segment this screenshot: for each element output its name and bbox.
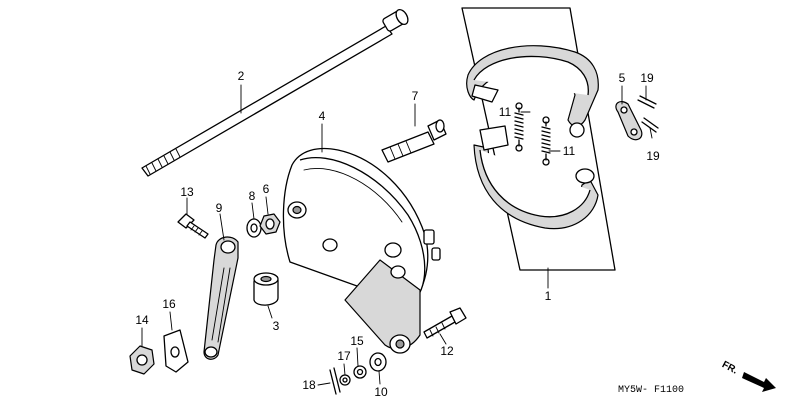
cotter-pin-18: [329, 367, 341, 395]
label-11-upper: 11: [499, 105, 512, 119]
label-14: 14: [135, 313, 149, 327]
leader-lines: [141, 84, 653, 386]
torque-link: [203, 236, 239, 360]
brake-cam: [381, 119, 447, 163]
washer-17: [339, 374, 351, 386]
label-19-upper: 19: [640, 71, 654, 85]
cotter-pin-lower: [641, 117, 659, 133]
collar: [253, 272, 279, 306]
label-9: 9: [216, 201, 223, 215]
label-2: 2: [238, 69, 245, 83]
label-15: 15: [350, 334, 364, 348]
figure-code: MY5W- F1100: [618, 385, 684, 396]
label-4: 4: [319, 109, 326, 123]
bolt-13: [177, 213, 209, 239]
label-13: 13: [180, 185, 194, 199]
front-direction-indicator: FR.: [720, 359, 776, 392]
label-19-lower: 19: [646, 149, 660, 163]
label-18: 18: [302, 378, 316, 392]
brake-shoe-upper: [466, 45, 599, 138]
direction-label: FR.: [720, 359, 740, 376]
label-10: 10: [374, 385, 388, 399]
nut-6: [259, 213, 281, 235]
label-6: 6: [263, 182, 270, 196]
label-17: 17: [337, 349, 351, 363]
label-3: 3: [273, 319, 280, 333]
label-8: 8: [249, 189, 256, 203]
bolt-12: [423, 307, 467, 339]
clip: [163, 329, 189, 373]
label-12: 12: [440, 344, 454, 358]
washer-8: [246, 218, 262, 238]
label-16: 16: [162, 297, 176, 311]
rear-axle: [141, 8, 409, 177]
washer-15: [353, 365, 367, 379]
shoe-plate: [615, 100, 643, 141]
label-5: 5: [619, 71, 626, 85]
brake-shoe-lower: [473, 125, 599, 230]
brake-panel: [282, 147, 441, 354]
cotter-pin-upper: [637, 95, 657, 109]
washer-10: [369, 352, 387, 372]
brake-shoe-spring-upper: [514, 102, 524, 152]
label-7: 7: [412, 89, 419, 103]
label-11-lower: 11: [563, 144, 576, 158]
label-1: 1: [545, 289, 552, 303]
part-labels: 2 4 7 1 5 19 19 11 11 6 8 9 13 3 16 14 1…: [135, 69, 660, 399]
brake-shoe-spring-lower: [541, 116, 551, 166]
front-direction-arrow-icon: [742, 372, 776, 392]
self-lock-nut: [129, 345, 155, 375]
